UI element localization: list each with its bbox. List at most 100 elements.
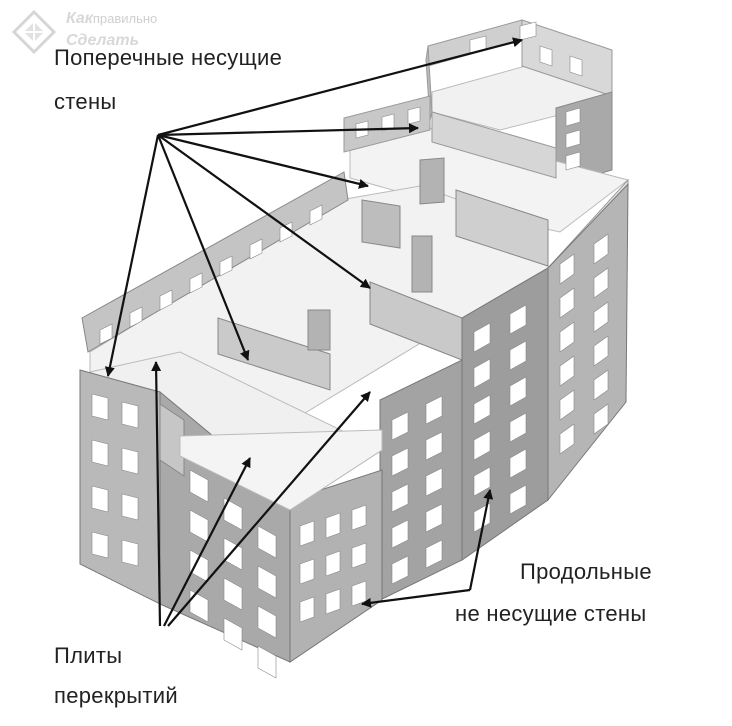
window xyxy=(99,323,113,345)
window xyxy=(509,448,527,479)
window xyxy=(425,503,443,533)
arrow-long-2 xyxy=(361,588,471,608)
window xyxy=(425,539,443,569)
window xyxy=(473,394,491,425)
window xyxy=(425,467,443,497)
logo-word-3: Сделать xyxy=(66,32,140,49)
window xyxy=(473,430,491,461)
window xyxy=(407,106,421,125)
arrow-slab-2 xyxy=(163,457,251,627)
window xyxy=(189,549,209,583)
window xyxy=(473,466,491,497)
window xyxy=(509,376,527,407)
middle-transverse-wall xyxy=(431,111,557,179)
window xyxy=(593,267,609,299)
logo-word-1: Как xyxy=(66,10,93,27)
window xyxy=(121,447,139,475)
arrow-slab-3 xyxy=(167,391,371,627)
window xyxy=(593,369,609,401)
window xyxy=(569,55,583,77)
inner-wall-a xyxy=(361,199,401,249)
window xyxy=(559,389,575,421)
window xyxy=(351,504,367,531)
window xyxy=(223,497,243,531)
logo-text-line1: Какправильно xyxy=(66,10,157,28)
window xyxy=(159,289,173,311)
window xyxy=(425,395,443,425)
window xyxy=(559,355,575,387)
window xyxy=(257,645,277,679)
window xyxy=(593,233,609,265)
window xyxy=(391,519,409,549)
arrow-long-1 xyxy=(468,489,494,591)
window xyxy=(219,255,233,277)
window xyxy=(391,411,409,441)
site-logo: Какправильно Сделать xyxy=(8,6,248,62)
inner-wall-b xyxy=(455,189,549,267)
window xyxy=(425,431,443,461)
window xyxy=(391,483,409,513)
window xyxy=(121,493,139,521)
window xyxy=(559,321,575,353)
window xyxy=(279,221,293,243)
window xyxy=(129,306,143,328)
window xyxy=(299,520,315,547)
window xyxy=(257,525,277,559)
label-longitudinal-line1: Продольные xyxy=(520,559,652,584)
window xyxy=(121,539,139,567)
window xyxy=(189,469,209,503)
window xyxy=(91,485,109,513)
label-slabs-line1: Плиты xyxy=(54,643,123,668)
label-transverse-line2: стены xyxy=(54,89,117,114)
label-slabs-line2: перекрытий xyxy=(54,683,178,708)
window xyxy=(391,555,409,585)
window xyxy=(519,21,537,41)
window xyxy=(565,129,581,149)
window xyxy=(565,151,581,171)
house-logo-icon xyxy=(12,10,56,54)
window xyxy=(391,447,409,477)
window xyxy=(299,558,315,585)
arrow-transverse-2 xyxy=(157,123,419,137)
window xyxy=(325,550,341,577)
stair-block-1 xyxy=(411,235,433,293)
window xyxy=(559,287,575,319)
stair-block-2 xyxy=(307,309,331,351)
window xyxy=(223,577,243,611)
window xyxy=(509,484,527,515)
window xyxy=(593,403,609,435)
window xyxy=(351,542,367,569)
front-top-edge xyxy=(179,429,383,511)
window xyxy=(91,393,109,421)
window xyxy=(539,45,553,67)
inner-wall-d xyxy=(217,317,331,391)
window xyxy=(559,253,575,285)
window xyxy=(509,412,527,443)
window xyxy=(309,204,323,226)
back-parapet-wall xyxy=(81,171,349,353)
window xyxy=(299,596,315,623)
window xyxy=(257,565,277,599)
arrow-transverse-1 xyxy=(157,37,523,137)
logo-word-2: правильно xyxy=(92,11,158,26)
window xyxy=(509,304,527,335)
window xyxy=(559,423,575,455)
window xyxy=(593,301,609,333)
arrow-transverse-4 xyxy=(157,134,371,289)
window xyxy=(473,358,491,389)
window xyxy=(565,107,581,127)
window xyxy=(325,512,341,539)
window xyxy=(325,588,341,615)
front-inner-wall xyxy=(159,403,185,477)
arrows xyxy=(104,37,523,627)
window xyxy=(189,272,203,294)
arrow-transverse-5 xyxy=(156,134,250,361)
arrow-slab-1 xyxy=(151,361,162,627)
window xyxy=(593,335,609,367)
label-longitudinal-line2: не несущие стены xyxy=(455,601,647,626)
window xyxy=(223,617,243,651)
window xyxy=(249,238,263,260)
stair-block-3 xyxy=(419,157,445,205)
